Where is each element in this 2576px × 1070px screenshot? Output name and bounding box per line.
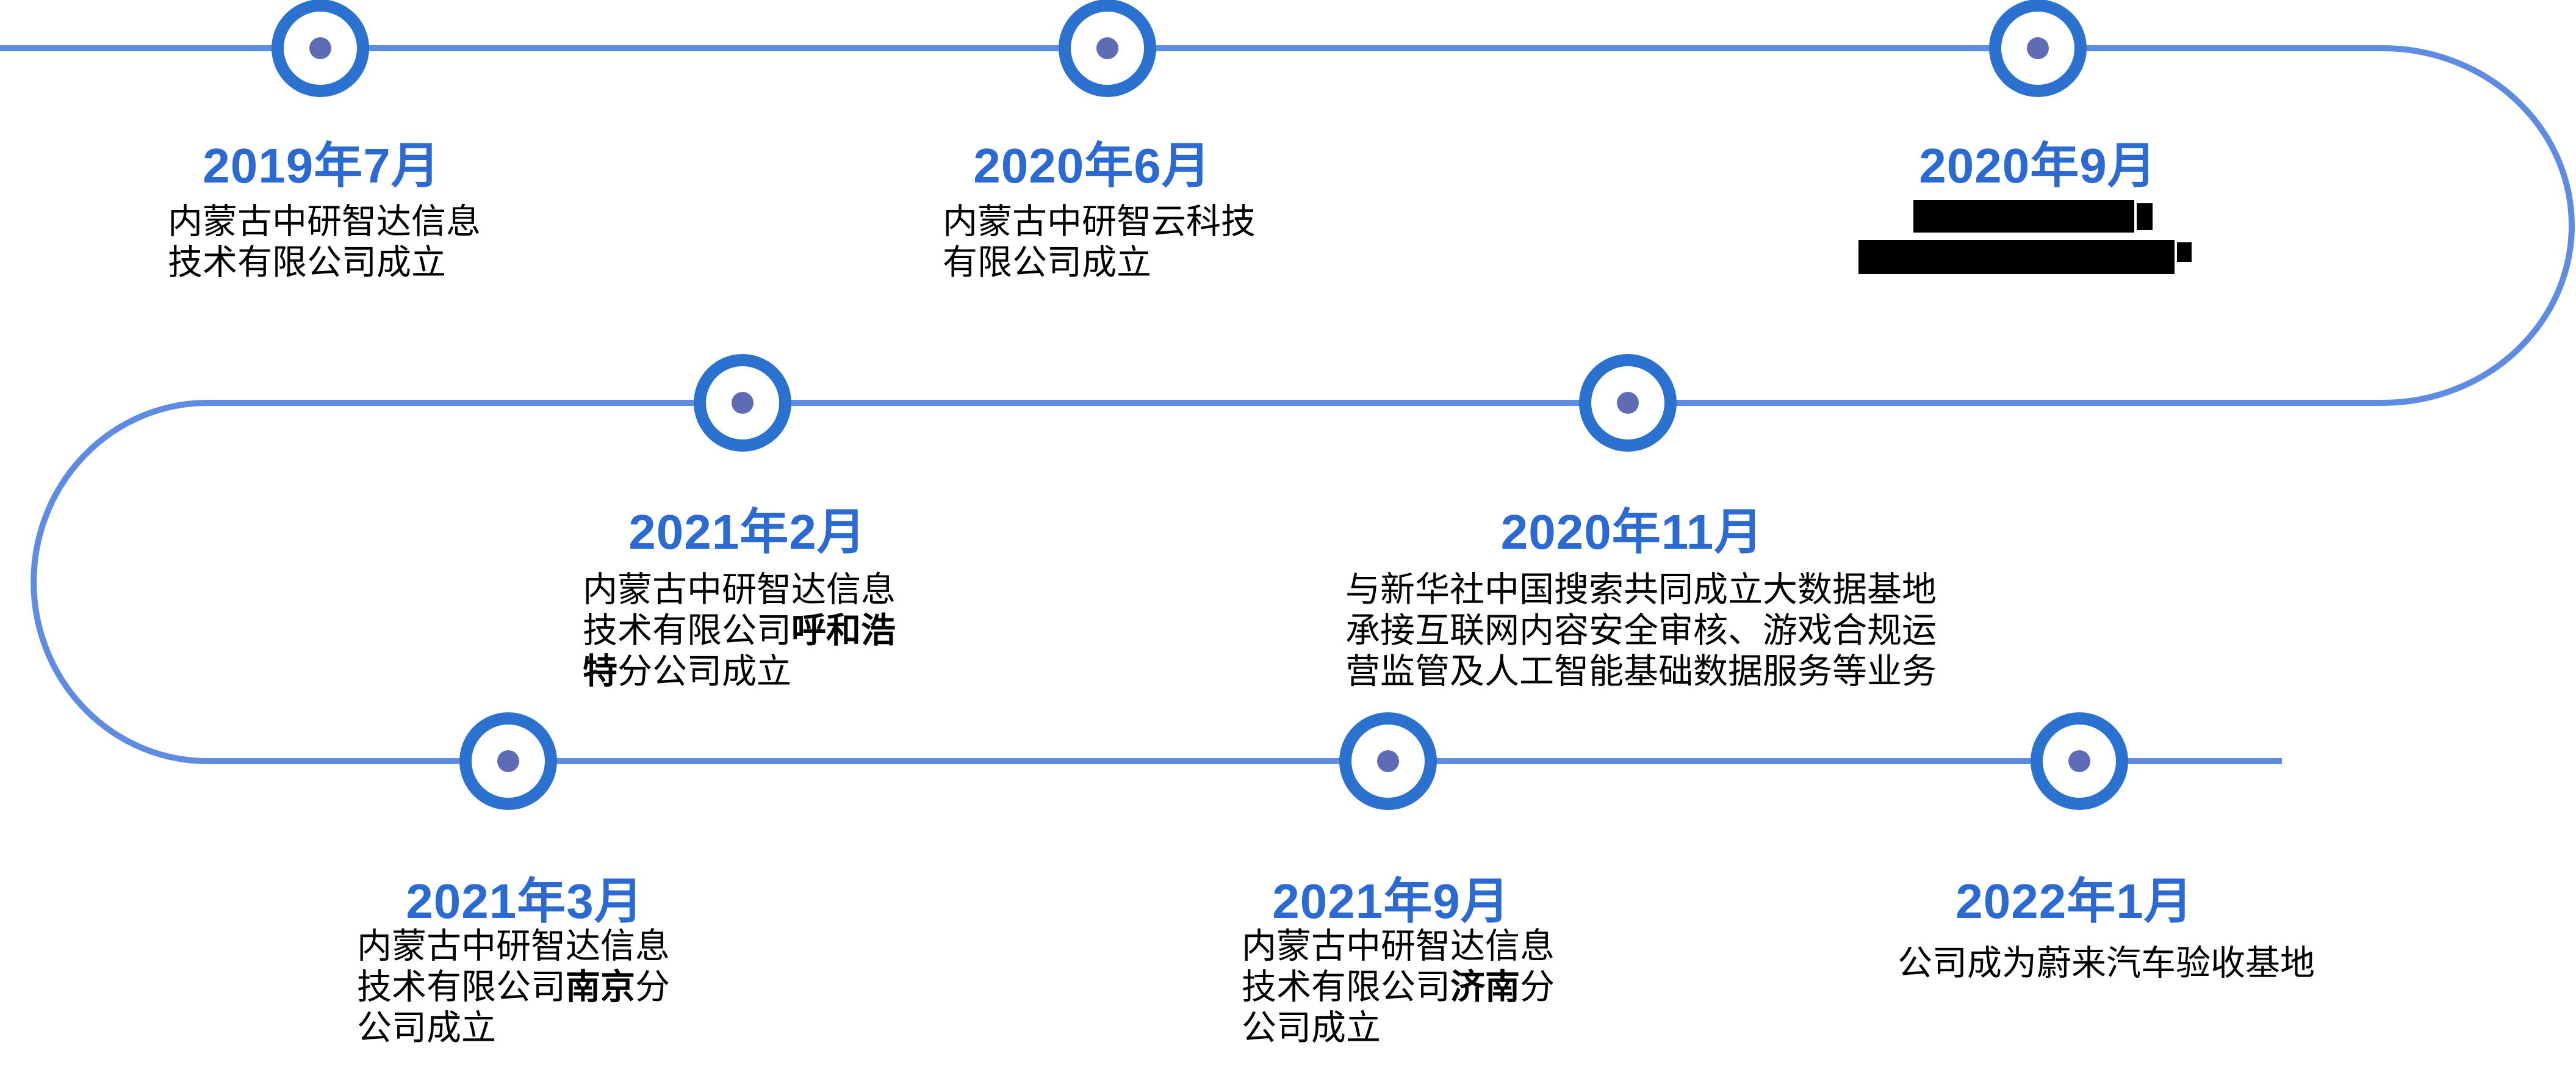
- milestone-text: 内蒙古中研智达信息 技术有限公司济南分 公司成立: [1242, 926, 1555, 1049]
- node-dot: [1377, 750, 1399, 772]
- milestone-text-line: 承接互联网内容安全审核、游戏合规运: [1345, 611, 1937, 650]
- milestone-text-line: 技术有限公司南京分: [357, 967, 670, 1007]
- milestone-text: 内蒙古中研智达信息 技术有限公司呼和浩 特分公司成立: [583, 569, 896, 692]
- timeline-node-2020-09: [1989, 0, 2087, 97]
- milestone-date: 2022年1月: [1955, 874, 2193, 928]
- node-dot: [2027, 37, 2049, 59]
- milestone-date: 2021年3月: [406, 874, 644, 928]
- milestone-text: 内蒙古中研智达信息 技术有限公司成立: [168, 201, 481, 283]
- milestone-text-line: 内蒙古中研智达信息: [1242, 927, 1555, 966]
- milestone-text-line: 内蒙古中研智达信息: [357, 927, 670, 966]
- milestone-date: 2020年6月: [973, 139, 1211, 193]
- redaction-bar: [1858, 240, 2175, 274]
- milestone-date: 2020年11月: [1500, 505, 1764, 559]
- milestone-text-line: 营监管及人工智能基础数据服务等业务: [1345, 652, 1937, 691]
- timeline-node-2022-01: [2031, 712, 2128, 810]
- node-dot: [309, 37, 331, 59]
- node-dot: [2068, 750, 2090, 772]
- milestone-date: 2020年9月: [1919, 139, 2157, 193]
- milestone-text-line: 有限公司成立: [943, 243, 1151, 282]
- milestone-text-line: 内蒙古中研智达信息: [168, 202, 481, 241]
- node-dot: [1096, 37, 1118, 59]
- milestone-text-line: 公司成立: [1242, 1008, 1381, 1047]
- milestone-text-line: 技术有限公司成立: [168, 243, 446, 282]
- timeline-node-2021-09: [1339, 712, 1437, 810]
- timeline-node-2020-11: [1579, 354, 1677, 452]
- node-dot: [1617, 392, 1639, 414]
- milestone-text-line: 公司成立: [357, 1008, 496, 1047]
- redaction-fragment: [2177, 242, 2192, 262]
- milestone-text-line: 内蒙古中研智达信息: [583, 570, 896, 609]
- timeline-path: [0, 45, 2575, 764]
- node-dot: [497, 750, 519, 772]
- milestone-text: 内蒙古中研智云科技 有限公司成立: [943, 201, 1256, 283]
- milestone-date: 2021年9月: [1272, 874, 1510, 928]
- milestone-text-line: 内蒙古中研智云科技: [943, 202, 1256, 241]
- timeline-node-2021-02: [694, 354, 791, 452]
- milestone-text-line: 与新华社中国搜索共同成立大数据基地: [1345, 570, 1937, 609]
- milestone-date: 2021年2月: [628, 505, 866, 559]
- timeline-node-2019-07: [272, 0, 369, 97]
- node-dot: [732, 392, 754, 414]
- timeline-node-2020-06: [1059, 0, 1156, 97]
- milestone-text: 内蒙古中研智达信息 技术有限公司南京分 公司成立: [357, 926, 670, 1049]
- milestone-text: 与新华社中国搜索共同成立大数据基地 承接互联网内容安全审核、游戏合规运 营监管及…: [1345, 569, 1937, 692]
- milestone-text-line: 公司成为蔚来汽车验收基地: [1898, 944, 2315, 983]
- milestone-text-line: 技术有限公司济南分: [1242, 967, 1555, 1007]
- milestone-date: 2019年7月: [203, 139, 441, 193]
- milestone-text-line: 技术有限公司呼和浩: [583, 611, 896, 650]
- milestone-text: 公司成为蔚来汽车验收基地: [1898, 943, 2315, 984]
- timeline-node-2021-03: [459, 712, 557, 810]
- redaction-fragment: [2137, 203, 2153, 230]
- redaction-bar: [1913, 200, 2134, 233]
- milestone-text-line: 特分公司成立: [583, 652, 791, 691]
